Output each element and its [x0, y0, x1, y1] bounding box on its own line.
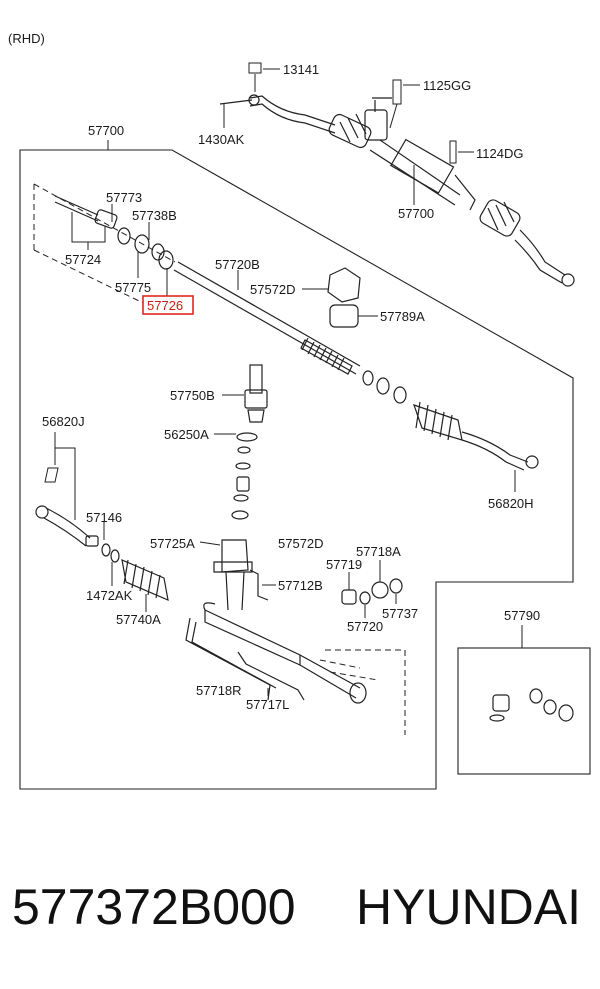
callout-13141: 13141	[283, 62, 319, 77]
callout-57712B: 57712B	[278, 578, 323, 593]
exploded-view-frame	[19, 149, 574, 790]
callout-1472AK: 1472AK	[86, 588, 133, 603]
inner-tierod-parts	[54, 195, 174, 270]
callout-57720: 57720	[347, 619, 383, 634]
callout-57718R: 57718R	[196, 683, 242, 698]
brand-name: HYUNDAI	[356, 879, 582, 935]
callout-57737: 57737	[382, 606, 418, 621]
callout-57740A: 57740A	[116, 612, 161, 627]
rack-housing	[185, 539, 367, 704]
callout-1124DG: 1124DG	[476, 146, 523, 161]
rack-bar	[173, 261, 361, 375]
callout-57725A: 57725A	[150, 536, 195, 551]
callout-57789A: 57789A	[380, 309, 425, 324]
callout-56250A: 56250A	[164, 427, 209, 442]
housing-subgroup	[319, 649, 406, 735]
left-tierod-end	[35, 505, 120, 563]
left-boot	[121, 559, 169, 601]
callout-57750B: 57750B	[170, 388, 215, 403]
callout-57773: 57773	[106, 190, 142, 205]
repair-kit-parts	[489, 688, 574, 722]
variant-label: (RHD)	[8, 31, 45, 46]
callout-57720B: 57720B	[215, 257, 260, 272]
callout-57718A: 57718A	[356, 544, 401, 559]
callout-56820H: 56820H	[488, 496, 534, 511]
callout-57738B: 57738B	[132, 208, 177, 223]
yoke-parts	[249, 569, 403, 605]
bolt-icon	[392, 79, 402, 105]
callout-57726: 57726	[147, 298, 183, 313]
rack-bushing	[327, 267, 361, 328]
callout-57775: 57775	[115, 280, 151, 295]
callout-57719: 57719	[326, 557, 362, 572]
callout-1430AK: 1430AK	[198, 132, 245, 147]
nut-icon	[248, 62, 262, 74]
steering-gear-overview	[219, 94, 575, 287]
callout-57717L: 57717L	[246, 697, 289, 712]
right-boot-and-tierod	[362, 370, 539, 471]
callout-1125GG: 1125GG	[423, 78, 471, 93]
callout-57572D-lower: 57572D	[278, 536, 324, 551]
callout-57146: 57146	[86, 510, 122, 525]
part-number: 577372B000	[12, 879, 296, 935]
callout-56820J: 56820J	[42, 414, 85, 429]
nut-icon	[44, 467, 59, 483]
bolt-icon	[449, 140, 457, 164]
highlighted-part-box	[142, 295, 194, 315]
callout-57572D-upper: 57572D	[250, 282, 296, 297]
repair-kit-box	[457, 647, 591, 775]
pinion-stack	[231, 364, 268, 520]
callout-57700-assembly: 57700	[398, 206, 434, 221]
callout-57724: 57724	[65, 252, 101, 267]
callout-57790: 57790	[504, 608, 540, 623]
callout-57700: 57700	[88, 123, 124, 138]
